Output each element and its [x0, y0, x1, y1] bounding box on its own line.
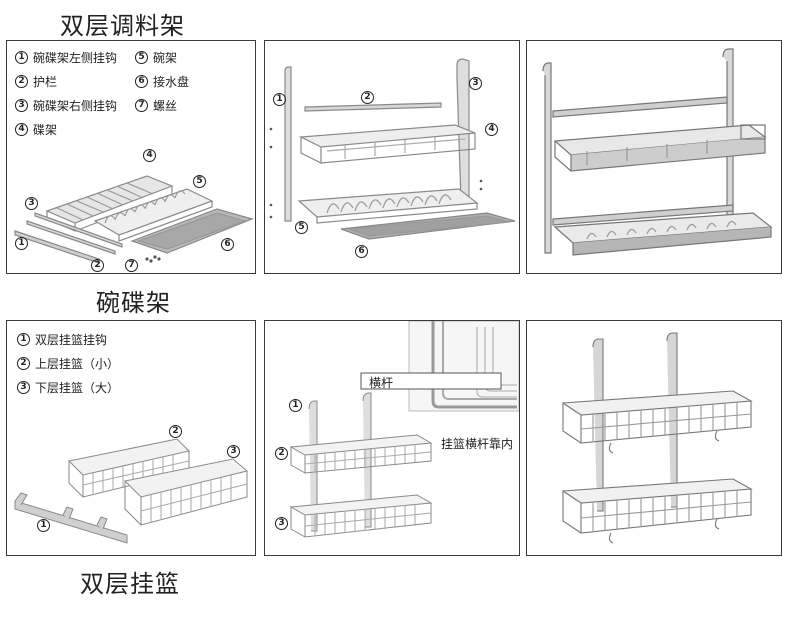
basket-parts-panel: 1 双层挂篮挂钩 2 上层挂篮（小） 3 下层挂篮（大）	[6, 320, 256, 556]
legend-item: 1 碗碟架左侧挂钩	[15, 49, 135, 66]
basket-legend: 1 双层挂篮挂钩 2 上层挂篮（小） 3 下层挂篮（大）	[15, 327, 119, 399]
marker-7: 7	[125, 259, 138, 272]
basket-photo-panel	[526, 320, 782, 556]
marker-3: 3	[275, 517, 288, 530]
number-badge: 4	[15, 122, 28, 136]
legend-item: 5 碗架	[135, 49, 177, 66]
legend-item: 6 接水盘	[135, 73, 189, 90]
dish-rack-photo-panel	[526, 40, 782, 274]
dish-rack-title: 碗碟架	[96, 289, 171, 317]
marker-3: 3	[469, 77, 482, 90]
number-badge: 2	[17, 356, 30, 370]
dish-rack-product-image	[542, 48, 773, 256]
number-badge: 1	[17, 332, 30, 346]
legend-item: 4 碟架	[15, 121, 57, 138]
number-badge: 2	[15, 74, 28, 88]
basket-assembly-drawing	[289, 321, 519, 538]
basket-parts-drawing	[14, 438, 249, 544]
legend-label: 上层挂篮（小）	[35, 356, 120, 371]
legend-label: 碗碟架左侧挂钩	[33, 50, 118, 65]
marker-2: 2	[361, 91, 374, 104]
marker-3: 3	[25, 197, 38, 210]
marker-2: 2	[169, 425, 182, 438]
dish-rack-assembly-drawing	[269, 58, 516, 240]
marker-5: 5	[193, 175, 206, 188]
marker-3: 3	[227, 445, 240, 458]
dish-rack-parts-drawing	[14, 175, 254, 264]
legend-label: 螺丝	[153, 98, 178, 113]
basket-title: 双层挂篮	[80, 570, 180, 598]
crossbar-label: 横杆	[369, 376, 394, 390]
legend-label: 护栏	[33, 74, 58, 89]
marker-6: 6	[221, 238, 234, 251]
marker-4: 4	[485, 123, 498, 136]
number-badge: 5	[135, 50, 148, 64]
marker-1: 1	[289, 399, 302, 412]
legend-label: 接水盘	[153, 74, 190, 89]
marker-5: 5	[295, 221, 308, 234]
number-badge: 3	[17, 380, 30, 394]
number-badge: 7	[135, 98, 148, 112]
marker-2: 2	[91, 259, 104, 272]
legend-item: 7 螺丝	[135, 97, 177, 114]
marker-1: 1	[15, 237, 28, 250]
main-title: 双层调料架	[60, 12, 185, 40]
legend-label: 碟架	[33, 122, 58, 137]
marker-4: 4	[143, 149, 156, 162]
marker-1: 1	[37, 519, 50, 532]
legend-label: 双层挂篮挂钩	[35, 332, 108, 347]
basket-assembly-panel: 横杆 挂篮横杆靠内 1 2 3	[264, 320, 520, 556]
dish-rack-assembly-panel: 1 2 3 4 5 6	[264, 40, 520, 274]
dish-rack-parts-panel: 1 碗碟架左侧挂钩 5 碗架 2 护栏 6 接水盘 3 碗碟架右侧挂钩	[6, 40, 256, 274]
basket-product-image	[561, 332, 753, 544]
legend-label: 下层挂篮（大）	[35, 380, 120, 395]
number-badge: 3	[15, 98, 28, 112]
legend-item: 2 护栏	[15, 73, 135, 90]
basket-crossbar-note: 挂篮横杆靠内	[441, 437, 514, 451]
marker-1: 1	[273, 93, 286, 106]
legend-label: 碗架	[153, 50, 178, 65]
dish-rack-legend: 1 碗碟架左侧挂钩 5 碗架 2 护栏 6 接水盘 3 碗碟架右侧挂钩	[15, 45, 189, 141]
marker-2: 2	[275, 447, 288, 460]
number-badge: 6	[135, 74, 148, 88]
number-badge: 1	[15, 50, 28, 64]
legend-label: 碗碟架右侧挂钩	[33, 98, 118, 113]
legend-item: 3 碗碟架右侧挂钩	[15, 97, 135, 114]
marker-6: 6	[355, 245, 368, 258]
